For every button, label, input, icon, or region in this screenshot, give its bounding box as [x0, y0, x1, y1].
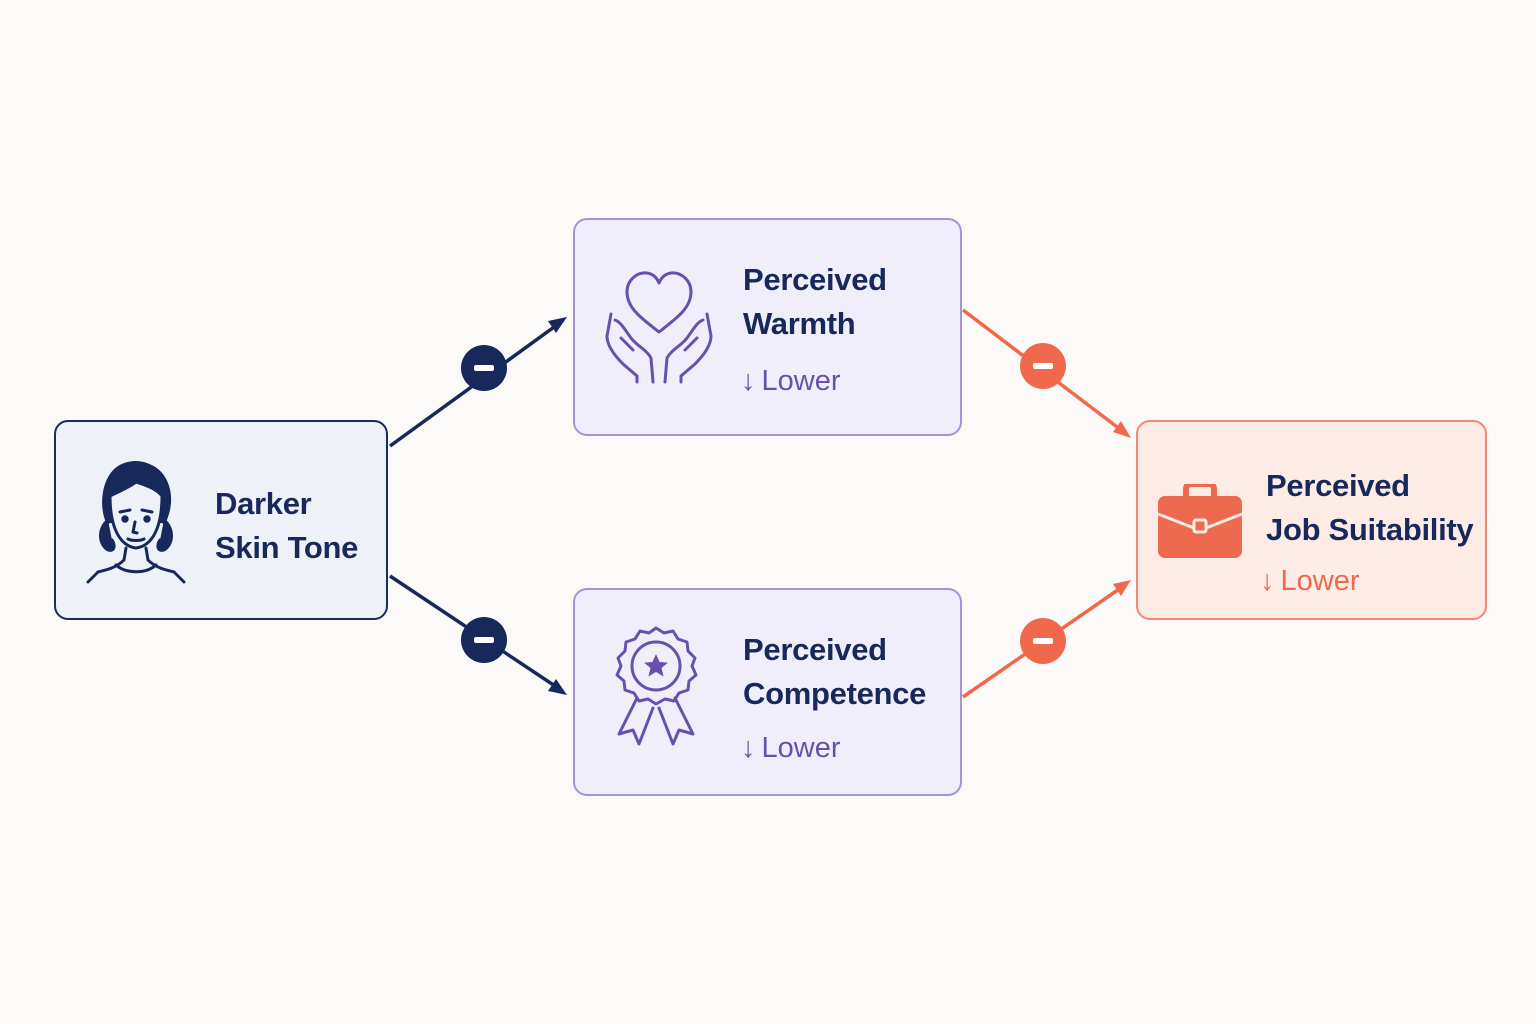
node-title: Perceived Warmth — [743, 262, 887, 341]
arrowhead — [548, 679, 567, 695]
effect-label: Lower — [1280, 565, 1360, 597]
briefcase-icon — [1157, 484, 1243, 558]
node-perceived-warmth: Perceived Warmth ↓Lower — [573, 218, 962, 436]
heart-hands-icon — [605, 271, 713, 384]
down-arrow-icon: ↓ — [741, 365, 756, 397]
node-perceived-competence: Perceived Competence ↓Lower — [573, 588, 962, 796]
effect-indicator: ↓Lower — [741, 730, 841, 766]
edge-skin-to-competence — [389, 574, 567, 695]
minus-icon — [474, 365, 494, 371]
down-arrow-icon: ↓ — [1260, 565, 1275, 597]
down-arrow-icon: ↓ — [741, 732, 756, 764]
node-title: Perceived Competence — [743, 632, 927, 711]
effect-indicator: ↓Lower — [741, 363, 841, 399]
edge-skin-to-warmth — [388, 317, 567, 448]
edge-competence-to-job — [962, 580, 1131, 699]
arrowhead — [1113, 421, 1131, 438]
minus-icon — [474, 637, 494, 643]
node-darker-skin-tone: Darker Skin Tone — [54, 420, 388, 620]
effect-label: Lower — [761, 365, 841, 397]
effect-indicator: ↓Lower — [1260, 563, 1360, 599]
node-title: Perceived Job Suitability — [1266, 468, 1474, 547]
person-face-icon — [86, 461, 186, 584]
arrowhead — [1113, 580, 1131, 596]
minus-icon — [1033, 363, 1053, 369]
arrowhead — [548, 317, 567, 333]
effect-label: Lower — [761, 732, 841, 764]
node-perceived-job-suitability: Perceived Job Suitability ↓Lower — [1136, 420, 1487, 620]
edge-warmth-to-job — [961, 308, 1131, 438]
award-ribbon-icon — [615, 626, 698, 746]
node-title: Darker Skin Tone — [215, 486, 359, 565]
minus-icon — [1033, 638, 1053, 644]
